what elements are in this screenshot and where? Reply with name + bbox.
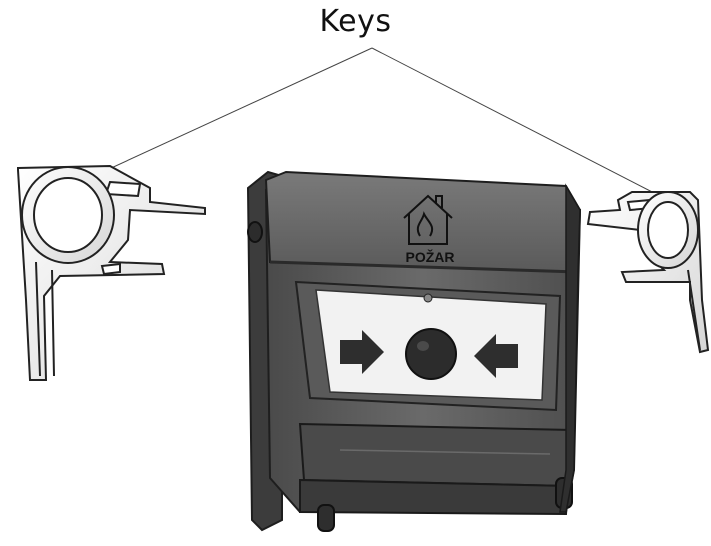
device-hinge — [247, 221, 263, 243]
push-button — [405, 328, 457, 380]
right-key — [586, 191, 710, 354]
left-key-slot — [104, 180, 142, 198]
leader-line-left — [95, 47, 373, 176]
left-key-leg — [35, 261, 55, 377]
device-right-side — [559, 183, 581, 513]
diagram-title: Keys — [319, 4, 392, 39]
window-screw — [423, 293, 433, 303]
call-point-device: POŽAR — [246, 170, 582, 532]
right-key-ring-inner — [647, 201, 689, 259]
brand-text: POŽAR — [406, 248, 455, 265]
device-base — [299, 478, 570, 516]
left-key-tab — [100, 262, 121, 276]
arrow-right-icon — [340, 330, 384, 374]
leader-line-right — [371, 47, 661, 197]
left-key — [17, 164, 206, 381]
arrow-left-icon — [474, 334, 518, 378]
right-key-leg — [687, 269, 701, 351]
house-flame-icon — [403, 194, 453, 245]
device-lower-cover — [298, 422, 574, 488]
leader-lines — [95, 47, 661, 197]
left-key-ring-inner — [33, 177, 103, 253]
device-foot-left — [317, 504, 335, 532]
